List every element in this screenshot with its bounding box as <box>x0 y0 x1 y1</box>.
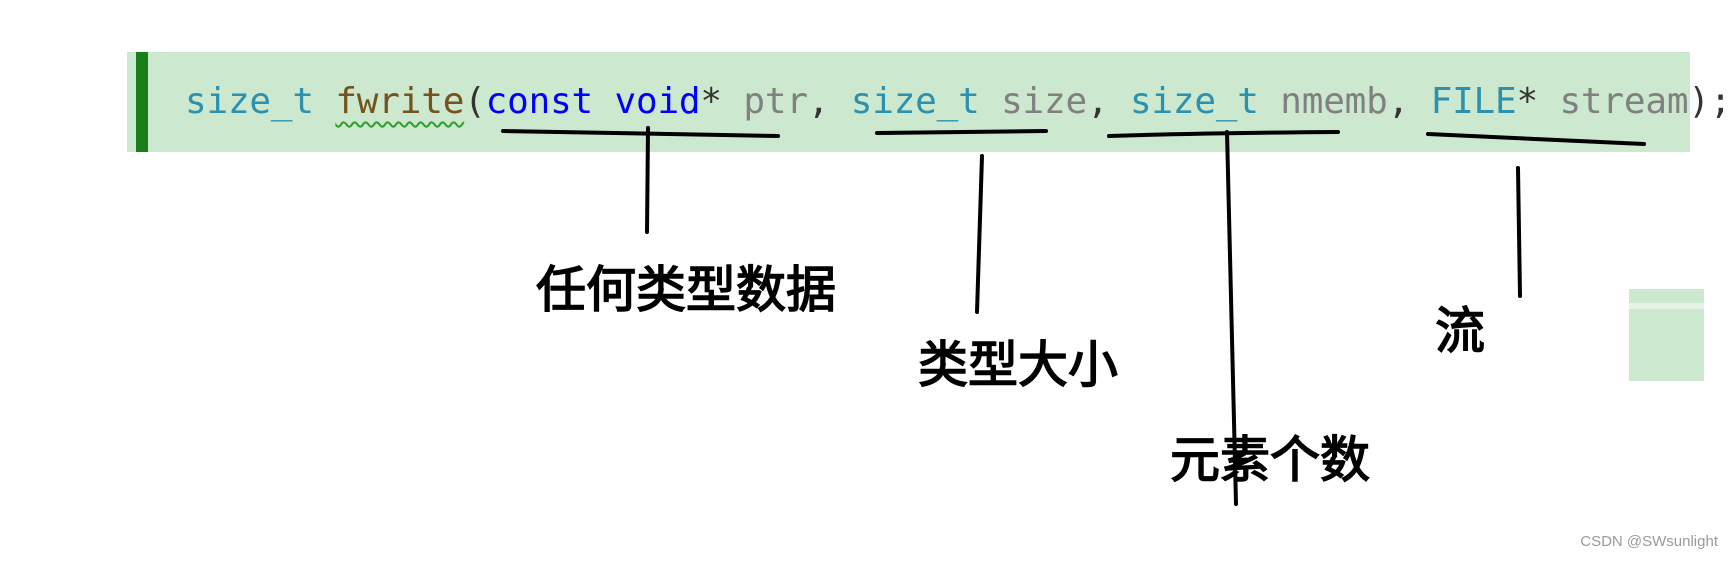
code-token-type: size_t <box>850 81 980 122</box>
code-token-param: size <box>1001 81 1087 122</box>
code-token-param: ptr <box>743 81 808 122</box>
code-token-punct: , <box>1387 81 1431 122</box>
code-token-punct: * <box>1516 81 1560 122</box>
code-token-punct: , <box>807 81 851 122</box>
code-token-kw: void <box>614 81 701 122</box>
code-token-punct: , <box>1086 81 1130 122</box>
annotation-ptr: 任何类型数据 <box>536 261 836 319</box>
code-token-type: size_t <box>185 81 314 122</box>
code-token-punct <box>1259 81 1280 122</box>
annotation-stream: 流 <box>1435 302 1485 360</box>
code-token-punct <box>980 81 1001 122</box>
code-token-kw: const <box>485 81 594 122</box>
annotation-size: 类型大小 <box>918 336 1118 394</box>
scrollbar-thumb[interactable] <box>1629 289 1704 381</box>
gutter-change-marker <box>136 52 148 152</box>
code-token-type: FILE <box>1430 81 1517 122</box>
annotation-nmemb: 元素个数 <box>1170 431 1370 489</box>
code-token-punct: ); <box>1688 81 1732 122</box>
code-token-param: stream <box>1559 81 1689 122</box>
fwrite-declaration[interactable]: size_t fwrite(const void* ptr, size_t si… <box>185 78 1731 126</box>
code-token-punct: ( <box>464 81 486 122</box>
code-token-punct <box>314 81 335 122</box>
size-leader <box>975 154 984 314</box>
code-token-punct <box>593 81 614 122</box>
scrollbar-stripe <box>1629 303 1704 309</box>
code-token-type: size_t <box>1129 81 1259 122</box>
code-token-punct: * <box>700 81 744 122</box>
code-token-func: fwrite <box>335 81 465 122</box>
stream-leader <box>1516 166 1522 298</box>
watermark: CSDN @SWsunlight <box>1580 533 1718 550</box>
code-token-param: nmemb <box>1280 81 1388 122</box>
